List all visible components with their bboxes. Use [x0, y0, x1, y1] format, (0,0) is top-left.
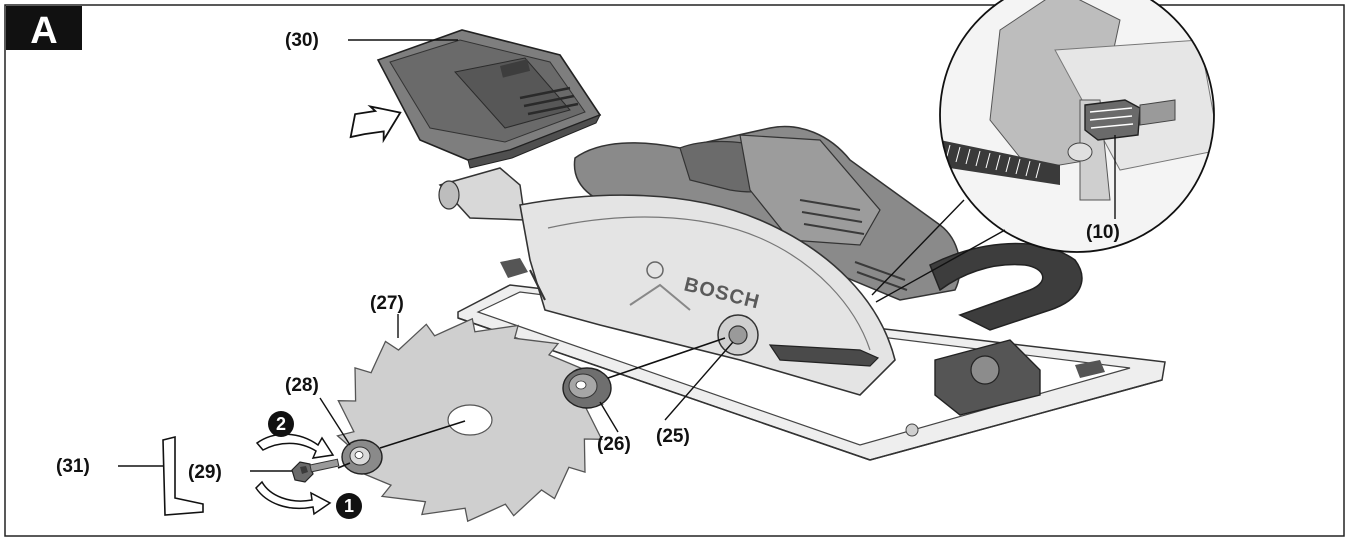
- blade-guard: BOSCH: [519, 194, 896, 396]
- svg-text:(25): (25): [656, 426, 690, 447]
- figure-frame: [4, 4, 1345, 537]
- rear-handle: [929, 242, 1083, 331]
- svg-text:(31): (31): [56, 456, 90, 477]
- removal-arrow-icon: [349, 104, 402, 144]
- hex-key: [162, 435, 204, 516]
- loosen-arrow-icon: [255, 480, 332, 516]
- panel-badge: A: [6, 6, 82, 52]
- tighten-arrow-icon: [255, 433, 335, 459]
- svg-text:(26): (26): [597, 434, 631, 455]
- callout-25: (25): [656, 341, 734, 447]
- saw-blade: [336, 317, 604, 523]
- svg-text:(30): (30): [285, 30, 319, 51]
- svg-text:(28): (28): [285, 375, 319, 396]
- front-guide: [500, 258, 1041, 416]
- clamping-flange: [341, 439, 383, 475]
- step-marker-1: 1: [336, 493, 362, 519]
- callout-29: (29): [188, 462, 292, 483]
- dust-chute: [438, 167, 526, 221]
- inset-pointer-lines: [871, 199, 1006, 303]
- callout-27: (27): [370, 293, 404, 338]
- panel-letter: A: [30, 10, 57, 52]
- motor-vents: [799, 199, 908, 291]
- motor-housing: [573, 125, 961, 301]
- svg-text:(10): (10): [1086, 222, 1120, 243]
- callout-26: (26): [597, 401, 631, 455]
- step-marker-2: 2: [268, 411, 294, 437]
- assembly-lines: [337, 337, 726, 469]
- svg-text:1: 1: [344, 496, 354, 516]
- callout-30: (30): [285, 30, 458, 51]
- lock-lever: [1084, 99, 1141, 141]
- svg-text:(29): (29): [188, 462, 222, 483]
- battery-pack: [376, 29, 602, 169]
- callout-31: (31): [56, 456, 163, 477]
- detail-inset: [939, 0, 1215, 253]
- clamping-screw: [291, 458, 340, 483]
- svg-text:2: 2: [276, 414, 286, 434]
- svg-text:(27): (27): [370, 293, 404, 314]
- inner-flange: [562, 367, 612, 409]
- callout-10: (10): [1086, 135, 1120, 243]
- callout-28: (28): [285, 375, 351, 446]
